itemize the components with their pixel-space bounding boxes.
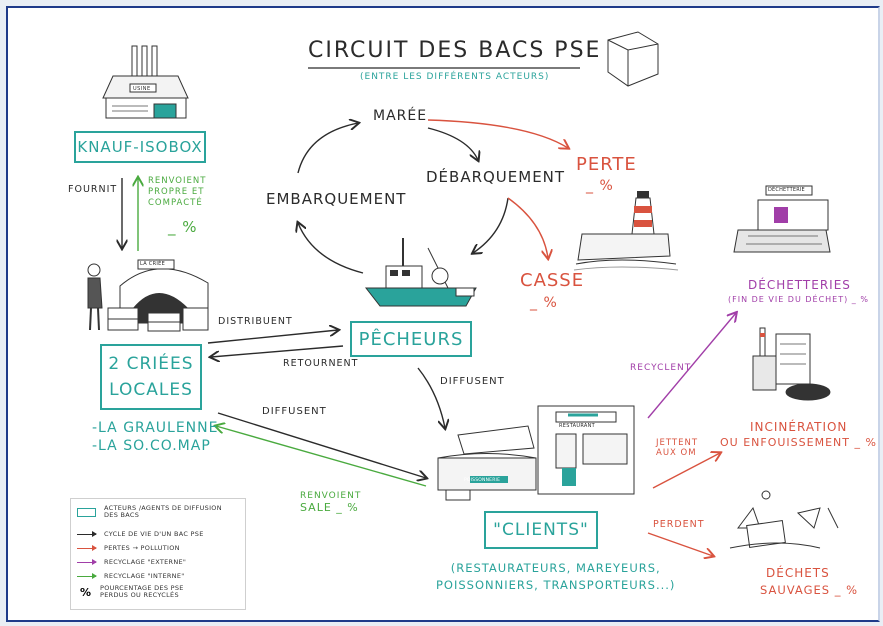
outcome-casse-pct: _ % xyxy=(530,295,558,311)
factory-sign: USINE xyxy=(133,86,151,92)
pse-box-icon xyxy=(607,31,659,87)
criee-illustration xyxy=(87,259,209,332)
label-renvoient-sale: RENVOIENT SALE _ % xyxy=(300,490,361,514)
legend-actors-text: ACTEURS /AGENTS DE DIFFUSION DES BACS xyxy=(104,504,222,519)
arrow-diffusent-pecheurs xyxy=(417,367,445,428)
legend-item-pct: % POURCENTAGE DES PSE PERDUS OU RECYCLÉS xyxy=(77,584,210,599)
outcome-perte: PERTE xyxy=(576,154,637,175)
outcome-decheteries: DÉCHETTERIES xyxy=(748,278,851,292)
legend-recyclage-int-text: RECYCLAGE "INTERNE" xyxy=(104,571,185,580)
outcome-decheteries-sub: (FIN DE VIE DU DÉCHET) _ % xyxy=(728,295,869,304)
outcome-dechets-sauvages: SAUVAGES _ % xyxy=(760,583,859,597)
boat-illustration xyxy=(364,238,477,307)
arrow-jettent xyxy=(652,453,720,489)
criees-list-item-2: -LA SO.CO.MAP xyxy=(92,438,211,454)
restaurant-sign: RESTAURANT xyxy=(559,423,596,429)
clients-detail-line2: POISSONNIERS, TRANSPORTEURS...) xyxy=(436,578,676,592)
legend-teal-swatch xyxy=(77,507,96,517)
diagram-frame: CIRCUIT DES BACS PSE (ENTRE LES DIFFÉREN… xyxy=(6,6,880,622)
diagram-arrows xyxy=(87,31,839,620)
label-diffusent-pecheurs: DIFFUSENT xyxy=(440,376,505,387)
legend-item-pertes: PERTES → POLLUTION xyxy=(77,542,180,554)
criees-line2: LOCALES xyxy=(109,380,193,400)
label-perdent: PERDENT xyxy=(653,519,705,530)
label-embarquement: EMBARQUEMENT xyxy=(266,190,407,208)
arrow-casse xyxy=(507,197,548,258)
arrow-embarquement-maree xyxy=(297,123,358,174)
criees-list-item-1: -LA GRAULENNE xyxy=(92,420,219,436)
outcome-enfouissement: OU ENFOUISSEMENT _ % xyxy=(720,436,877,449)
label-renvoient-sale-line1: RENVOIENT xyxy=(300,491,362,501)
label-diffusent-criees: DIFFUSENT xyxy=(262,406,327,417)
legend-item-cycle: CYCLE DE VIE D'UN BAC PSE xyxy=(77,528,204,540)
legend-item-recyclage-ext: RECYCLAGE "EXTERNE" xyxy=(77,556,186,568)
label-maree: MARÉE xyxy=(373,108,428,124)
legend-pct-symbol: % xyxy=(79,585,92,599)
criees-line1: 2 CRIÉES xyxy=(108,354,194,374)
label-jettent: JETTENT AUX OM xyxy=(656,438,698,458)
legend-cycle-text: CYCLE DE VIE D'UN BAC PSE xyxy=(104,529,204,538)
renvoient-propre-pct: _ % xyxy=(168,218,198,236)
label-renvoient-sale-line2: SALE _ % xyxy=(300,501,359,514)
arrow-recyclent xyxy=(647,313,736,419)
label-renvoient-propre: RENVOIENT PROPRE ET COMPACTÉ xyxy=(148,176,206,209)
legend-item-recyclage-int: RECYCLAGE "INTERNE" xyxy=(77,570,185,582)
legend-recyclage-ext-text: RECYCLAGE "EXTERNE" xyxy=(104,557,187,566)
label-jettent-line1: JETTENT xyxy=(656,438,699,448)
arrow-debarquement-pecheurs xyxy=(473,197,509,253)
legend-green-arrow xyxy=(77,572,97,579)
label-retournent: RETOURNENT xyxy=(283,358,359,369)
poissonnerie-sign: POISSONNERIE xyxy=(464,478,501,483)
decheterie-sign: DÉCHETTERIE xyxy=(768,187,805,193)
incinerator-illustration xyxy=(752,327,831,401)
arrow-perdent xyxy=(647,532,713,556)
node-criees: 2 CRIÉES LOCALES xyxy=(100,344,202,410)
label-debarquement: DÉBARQUEMENT xyxy=(426,168,566,186)
wild-waste-illustration xyxy=(729,490,839,549)
legend-black-arrow xyxy=(77,530,97,537)
outcome-perte-pct: _ % xyxy=(586,178,614,194)
legend-pertes-text: PERTES → POLLUTION xyxy=(104,543,180,552)
arrow-retournent xyxy=(211,345,344,357)
node-clients: "CLIENTS" xyxy=(484,511,598,549)
legend-purple-arrow xyxy=(77,558,97,565)
label-recyclent: RECYCLENT xyxy=(630,363,692,373)
label-jettent-line2: AUX OM xyxy=(656,448,697,458)
label-fournit: FOURNIT xyxy=(68,184,118,195)
label-renvoient-propre-line3: COMPACTÉ xyxy=(148,198,203,208)
arrow-maree-debarquement xyxy=(427,127,478,160)
outcome-casse: CASSE xyxy=(520,270,585,291)
lighthouse-illustration xyxy=(573,191,679,271)
factory-illustration xyxy=(102,45,189,119)
arrow-distribuent xyxy=(207,330,338,344)
label-renvoient-propre-line2: PROPRE ET xyxy=(148,187,205,197)
arrow-pecheurs-embarquement xyxy=(298,223,364,274)
arrow-diffusent-criees xyxy=(217,412,426,478)
legend-item-actors: ACTEURS /AGENTS DE DIFFUSION DES BACS xyxy=(77,504,224,519)
outcome-dechets: DÉCHETS xyxy=(766,566,830,580)
criees-list: -LA GRAULENNE -LA SO.CO.MAP xyxy=(92,419,218,455)
clients-detail: (RESTAURATEURS, MAREYEURS, POISSONNIERS,… xyxy=(436,560,675,594)
fish-stall-illustration xyxy=(437,425,537,501)
legend-pct-text: POURCENTAGE DES PSE PERDUS OU RECYCLÉS xyxy=(100,584,184,599)
arrow-renvoient-sale xyxy=(216,426,427,487)
label-renvoient-propre-line1: RENVOIENT xyxy=(148,176,207,186)
criee-sign: LA CRIÉE xyxy=(140,261,166,267)
outcome-incineration: INCINÉRATION xyxy=(750,420,848,434)
legend-red-arrow xyxy=(77,544,97,551)
node-pecheurs: PÊCHEURS xyxy=(350,321,472,357)
page-title: CIRCUIT DES BACS PSE xyxy=(308,38,602,63)
restaurant-illustration xyxy=(537,405,635,495)
page-subtitle: (ENTRE LES DIFFÉRENTS ACTEURS) xyxy=(360,72,550,82)
clients-detail-line1: (RESTAURATEURS, MAREYEURS, xyxy=(450,561,661,575)
arrow-perte xyxy=(427,119,568,148)
node-knauf-isobox: KNAUF-ISOBOX xyxy=(74,131,206,163)
recycling-center-illustration xyxy=(733,185,831,253)
label-distribuent: DISTRIBUENT xyxy=(218,316,293,327)
legend: ACTEURS /AGENTS DE DIFFUSION DES BACS CY… xyxy=(70,498,246,610)
